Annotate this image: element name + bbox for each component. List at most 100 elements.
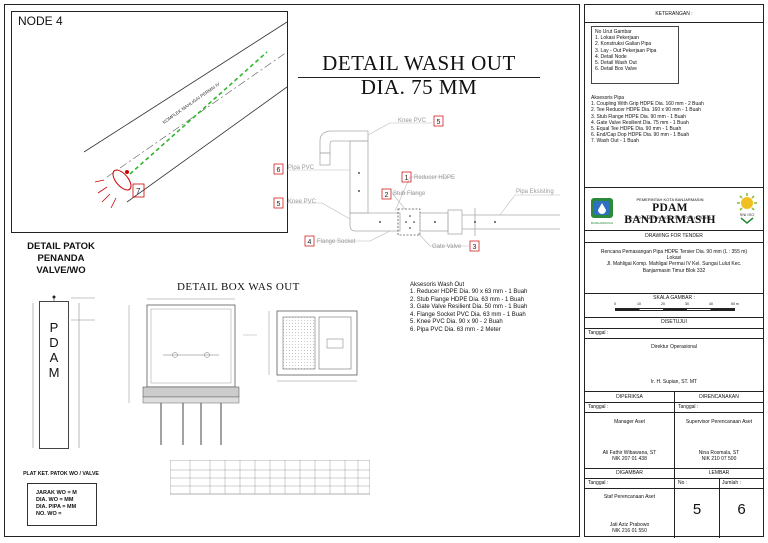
scale-tick: 40 [709,302,713,306]
divider [585,22,763,23]
direncanakan-label: DIRENCANAKAN [699,394,739,400]
scale-tick: 0 [614,302,616,306]
drawing-for-tender: DRAWING FOR TENDER [645,233,703,239]
list-item: 1. Reducer HDPE Dia. 90 x 63 mm - 1 Buah [410,289,528,295]
manager-title: Manager Aset [614,419,645,425]
callout-flange-socket: 4 Flange Socket [304,235,356,247]
list-item: 1. Coupling With Grip HDPE Dia. 160 mm -… [591,101,704,108]
aksesoris-pipa: Aksesoris Pipa 1. Coupling With Grip HDP… [591,95,704,145]
list-item: 2. Konstruksi Galian Pipa [595,41,652,48]
tanggal-label: Tanggal : [588,330,609,336]
staf-nik: NIK 216 01 550 [612,528,647,534]
svg-text:2: 2 [385,192,389,199]
divider [585,317,763,318]
list-item: 6. Detail Box Valve [595,66,637,73]
digambar-label: DIGAMBAR [616,470,643,476]
svg-text:Stub Flange: Stub Flange [393,191,426,197]
patok-letter-m: M [48,365,60,380]
drawing-sheet: NODE 4 KOMPLEK MAHLIGAI PERMAI IV 7 DETA… [4,4,580,537]
svg-text:Reducer HDPE: Reducer HDPE [414,175,455,181]
scale-tick: 20 [661,302,665,306]
disetujui-label: DISETUJUI [661,319,687,325]
divider [585,242,763,243]
list-item: 3. Stub Flange HDPE Dia. 90 mm - 1 Buah [591,113,687,120]
org-address: JL. ACHMAD YANI NO.12 TELP.(0511) 325249… [629,216,711,220]
divider [674,488,763,489]
staf-name: Jati Aziz Prabowo [609,522,650,528]
divider [585,412,763,413]
pdam-logo: BANDARMASIH [591,198,613,225]
divider [585,187,763,188]
tanggal-label: Tanggal : [588,404,609,410]
list-item: 6. End/Cap Dop HDPE Dia. 90 mm - 1 Buah [591,132,690,139]
list-item: 3. Lay - Out Pekerjaan Pipa [595,47,657,54]
scale-bar [615,308,735,311]
list-item: 4. Flange Socket PVC Dia. 63 mm - 1 Buah [410,311,526,318]
lembar-label: LEMBAR [708,470,730,476]
svg-text:Pipa Eksisting: Pipa Eksisting [516,189,554,195]
divider [585,230,763,231]
list-item: No Urut Gambar [595,29,632,35]
callout-gate-valve: Gate Valve 3 [432,240,480,252]
box-title: DETAIL BOX WAS OUT [177,281,300,293]
callout-knee-bottom: 5 Knee PVC [273,197,317,209]
column-divider [719,478,720,538]
callout-stub-flange: 2 Stub Flange [381,188,426,200]
title-block: KETERANGAN : No Urut Gambar 1. Lokasi Pe… [584,4,764,538]
node-pipe-drawing: KOMPLEK MAHLIGAI PERMAI IV 7 [83,21,287,209]
patok-letter-p: P [49,320,59,335]
manager-name: Ali Fathir Wibawana, ST [602,450,657,456]
project-description: Rencana Pemasangan Pipa HDPE Tersier Dia… [600,249,748,274]
tanggal-label: Tanggal : [588,480,609,486]
box-plan-drawing [268,310,358,382]
divider [585,293,763,294]
box-section-drawing [128,298,257,445]
divider [585,402,763,403]
list-item: 7. Wash Out - 1 Buah [591,138,639,145]
node-detail-frame: NODE 4 KOMPLEK MAHLIGAI PERMAI IV 7 [11,11,288,233]
patok-letter-d: D [49,335,59,350]
direktur-title: Direktur Operasional [651,344,697,350]
callout-pipa-pvc: 6 Pipa PVC [273,163,315,175]
org-small: PEMERINTAH KOTA BANJARMASIN [636,197,704,202]
logo-caption: BANDARMASIH [591,221,613,225]
node-callout-7: 7 [136,187,141,196]
patok-letter-a: A [49,350,59,365]
scale-tick: 50 m [731,302,739,306]
list-item: 6. Pipa PVC Dia. 63 mm - 2 Meter [410,326,501,333]
callout-pipa-eksisting: Pipa Eksisting [516,189,554,195]
diperiksa-label: DIPERIKSA [616,394,643,400]
plat-line-no-wo: NO. WO = [36,511,62,517]
list-item: 2. Tee Reducer HDPE Dia. 160 x 90 mm - 1… [591,107,701,114]
list-item: 3. Gate Valve Resilient Dia. 50 mm - 1 B… [410,304,528,310]
skala-label: SKALA GAMBAR : [653,295,695,301]
patok-post: P D A M [39,301,69,449]
no-label: No : [678,480,688,486]
box-table-drawing [170,460,370,495]
list-item: 4. Gate Valve Resilient Dia. 75 mm - 1 B… [591,119,689,126]
list-item: 2. Stub Flange HDPE Dia. 63 mm - 1 Buah [410,296,525,303]
column-divider [674,468,675,538]
column-divider [674,391,675,468]
svg-text:5: 5 [437,119,441,126]
plat-title: PLAT KET. PATOK WO / VALVE [23,471,99,477]
aksesoris-pipa-title: Aksesoris Pipa [591,95,625,101]
iso-badge: SNI ISO [737,193,757,224]
aksesoris-wo-title: Aksesoris Wash Out [410,282,465,288]
plat-line-dia-pipa: DIA. PIPA = MM [36,504,77,510]
sheet-total: 6 [737,501,746,518]
supervisor-name: Nina Rosmala, ST [698,450,740,456]
list-item: 5. Knee PVC Dia. 90 x 90 - 2 Buah [410,319,503,325]
sheet-number: 5 [692,501,702,518]
keterangan-header: KETERANGAN : [655,11,693,17]
list-item: 4. Detail Node [595,53,627,60]
urut-gambar-box: No Urut Gambar 1. Lokasi Pekerjaan 2. Ko… [591,26,679,84]
plat-box: JARAK WO = M DIA. WO = MM DIA. PIPA = MM… [27,483,97,526]
direktur-name: Ir. H. Supian, ST. MT [650,379,698,385]
svg-text:5: 5 [277,201,281,208]
divider [585,328,763,329]
tanggal-label: Tanggal : [678,404,699,410]
manager-nik: NIK 207 01 438 [612,456,647,462]
staf-title: Staf Perencanaan Aset [603,494,656,500]
divider [585,478,763,479]
